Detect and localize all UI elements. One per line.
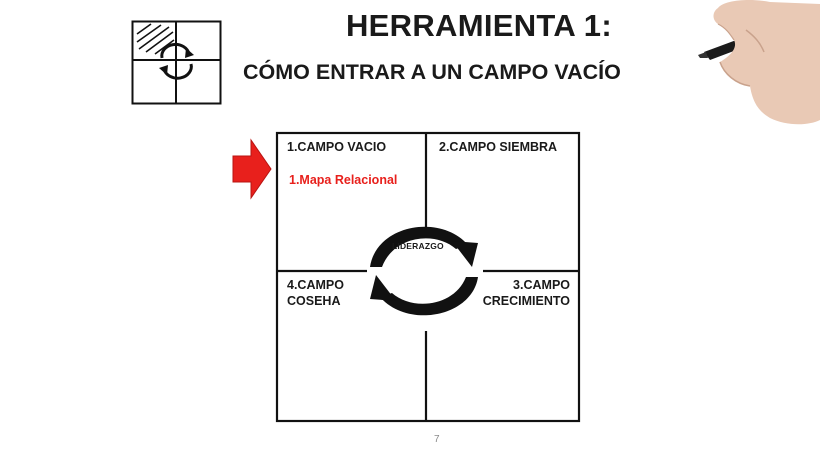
cycle-arrows-icon: [370, 226, 478, 316]
quadrant-1-label: 1.CAMPO VACIO: [287, 140, 387, 154]
red-arrow-icon: [232, 138, 272, 200]
quadrant-2-label: 2.CAMPO SIEMBRA: [439, 140, 558, 154]
quadrant-4-label-line2: COSEHA: [287, 294, 341, 308]
quadrant-4-label: 4.CAMPO COSEHA: [287, 277, 344, 309]
slide-title: HERRAMIENTA 1:: [346, 8, 612, 43]
quadrant-1-note: 1.Mapa Relacional: [289, 173, 398, 187]
quadrant-3-label-line2: CRECIMIENTO: [482, 294, 570, 308]
quadrant-3-label: 3.CAMPO CRECIMIENTO: [482, 277, 570, 309]
quadrant-cycle-icon: [131, 20, 222, 105]
hand-with-marker-icon: [698, 0, 820, 125]
slide-subtitle: CÓMO ENTRAR A UN CAMPO VACÍO: [243, 60, 621, 84]
page-number: 7: [434, 434, 440, 445]
cycle-center-label: LIDERAZGO: [392, 241, 444, 251]
quadrant-diagram: [275, 131, 581, 423]
quadrant-3-label-line1: 3.CAMPO: [513, 278, 570, 292]
quadrant-4-label-line1: 4.CAMPO: [287, 278, 344, 292]
